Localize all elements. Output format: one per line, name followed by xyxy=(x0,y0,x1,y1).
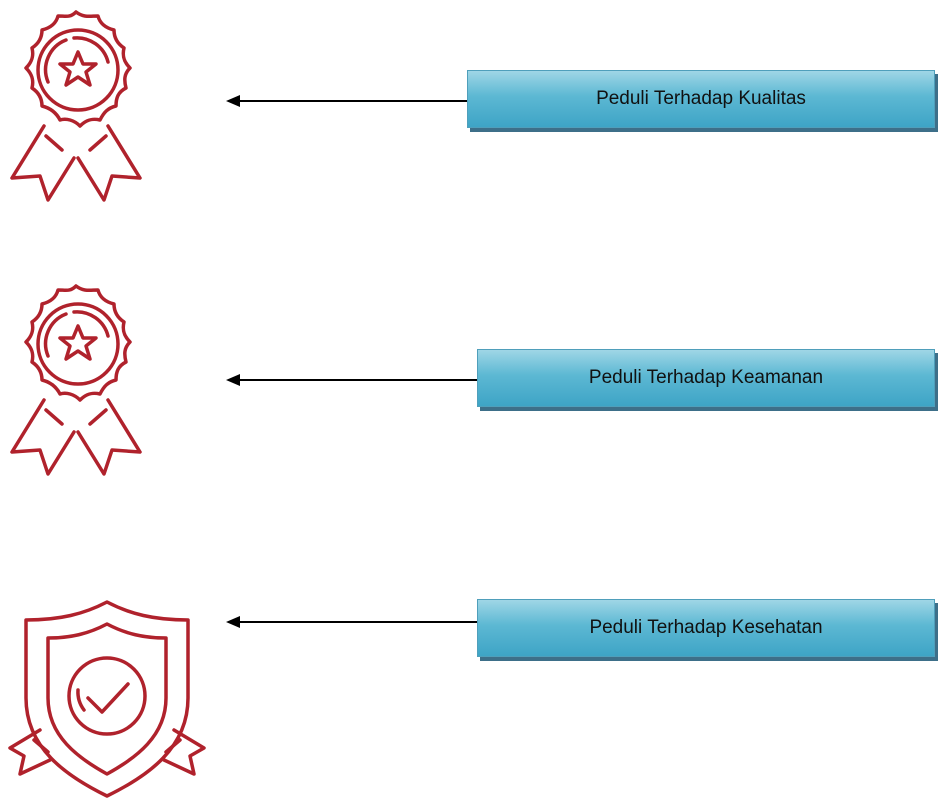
label-box-kualitas: Peduli Terhadap Kualitas xyxy=(467,70,935,128)
label-text: Peduli Terhadap Keamanan xyxy=(588,367,824,388)
arrow-to-icon xyxy=(226,93,470,109)
shield-check-icon xyxy=(4,598,210,800)
arrow-to-icon xyxy=(226,372,480,388)
label-text: Peduli Terhadap Kesehatan xyxy=(589,617,823,638)
award-ribbon-star-icon xyxy=(4,8,148,208)
arrow-to-icon xyxy=(226,614,480,630)
label-box-kesehatan: Peduli Terhadap Kesehatan xyxy=(477,599,935,657)
award-ribbon-star-icon xyxy=(4,282,148,482)
label-text: Peduli Terhadap Kualitas xyxy=(596,88,806,109)
label-box-keamanan: Peduli Terhadap Keamanan xyxy=(477,349,935,407)
